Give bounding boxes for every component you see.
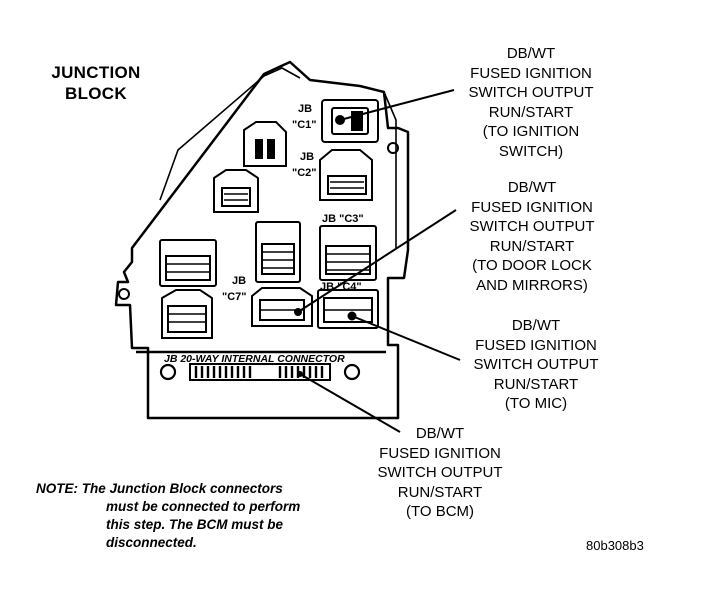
note-line: must be connected to perform xyxy=(106,499,301,514)
callout-line: SWITCH OUTPUT xyxy=(469,218,595,235)
note-line: this step. The BCM must be xyxy=(106,517,284,532)
callout-line: SWITCH OUTPUT xyxy=(377,464,503,481)
title-line-2: BLOCK xyxy=(65,84,127,103)
title-line-1: JUNCTION xyxy=(51,63,141,82)
callout-line: FUSED IGNITION xyxy=(471,198,593,216)
label-c2-name: "C2" xyxy=(292,167,317,179)
callout-line: DB/WT xyxy=(511,317,561,334)
callout-line: RUN/START xyxy=(488,103,574,121)
mounting-hole xyxy=(343,363,361,381)
leader-lines xyxy=(297,89,461,433)
connector-left-lower xyxy=(161,289,213,339)
callout-line: (TO BCM) xyxy=(405,503,475,520)
callout-line: DB/WT xyxy=(507,179,557,196)
callout-ignition-switch: DB/WT FUSED IGNITION SWITCH OUTPUT RUN/S… xyxy=(446,44,616,161)
label-c7-jb: JB xyxy=(232,275,246,287)
leader-line-ignition xyxy=(339,89,455,121)
callout-line: SWITCH OUTPUT xyxy=(473,356,599,373)
callout-bcm: DB/WT FUSED IGNITION SWITCH OUTPUT RUN/S… xyxy=(360,424,520,522)
label-c1-jb: JB xyxy=(298,103,312,115)
junction-block-housing xyxy=(114,60,410,420)
callout-line: RUN/START xyxy=(493,375,579,393)
callout-line: FUSED IGNITION xyxy=(379,444,501,462)
mounting-hole xyxy=(118,288,130,300)
callout-line: FUSED IGNITION xyxy=(475,336,597,354)
label-c2-jb: JB xyxy=(300,151,314,163)
leader-line-bcm xyxy=(299,373,401,433)
callout-line: RUN/START xyxy=(489,237,575,255)
label-c4: JB "C4" xyxy=(320,281,362,293)
diagram-title: JUNCTION BLOCK xyxy=(40,62,152,104)
connector-mid-left xyxy=(213,169,259,213)
connector-c2 xyxy=(319,149,373,201)
connector-center xyxy=(255,221,301,283)
callout-line: RUN/START xyxy=(397,483,483,501)
internal-connector-strip xyxy=(136,350,386,381)
callout-line: SWITCH) xyxy=(498,142,564,160)
label-c1-name: "C1" xyxy=(292,119,317,131)
callout-line: DB/WT xyxy=(506,45,556,62)
callout-door-lock-mirrors: DB/WT FUSED IGNITION SWITCH OUTPUT RUN/S… xyxy=(452,178,612,295)
label-c3: JB "C3" xyxy=(322,213,364,225)
callout-line: SWITCH OUTPUT xyxy=(468,84,594,101)
callout-line: (TO IGNITION xyxy=(482,123,580,140)
callout-line: DB/WT xyxy=(415,425,465,442)
note-line: disconnected. xyxy=(106,535,197,550)
callout-mic: DB/WT FUSED IGNITION SWITCH OUTPUT RUN/S… xyxy=(456,316,616,414)
leader-line-door-lock xyxy=(297,209,457,313)
callout-line: AND MIRRORS) xyxy=(476,276,588,294)
connector-left-upper xyxy=(159,239,217,287)
leader-line-mic xyxy=(351,315,461,361)
mounting-hole xyxy=(159,363,177,381)
connector-c7 xyxy=(251,287,313,327)
callout-line: FUSED IGNITION xyxy=(470,64,592,82)
reference-code: 80b308b3 xyxy=(586,538,644,553)
note-line: NOTE: The Junction Block connectors xyxy=(36,481,283,496)
connector-2pin xyxy=(243,121,287,167)
note-text: NOTE: The Junction Block connectors must… xyxy=(36,480,356,552)
label-c7-name: "C7" xyxy=(222,291,247,303)
callout-line: (TO MIC) xyxy=(504,395,568,412)
connector-c3 xyxy=(319,225,377,281)
mounting-hole xyxy=(387,142,399,154)
callout-line: (TO DOOR LOCK xyxy=(472,257,592,274)
connector-c1 xyxy=(321,99,379,143)
label-internal-connector: JB 20-WAY INTERNAL CONNECTOR xyxy=(164,353,345,365)
